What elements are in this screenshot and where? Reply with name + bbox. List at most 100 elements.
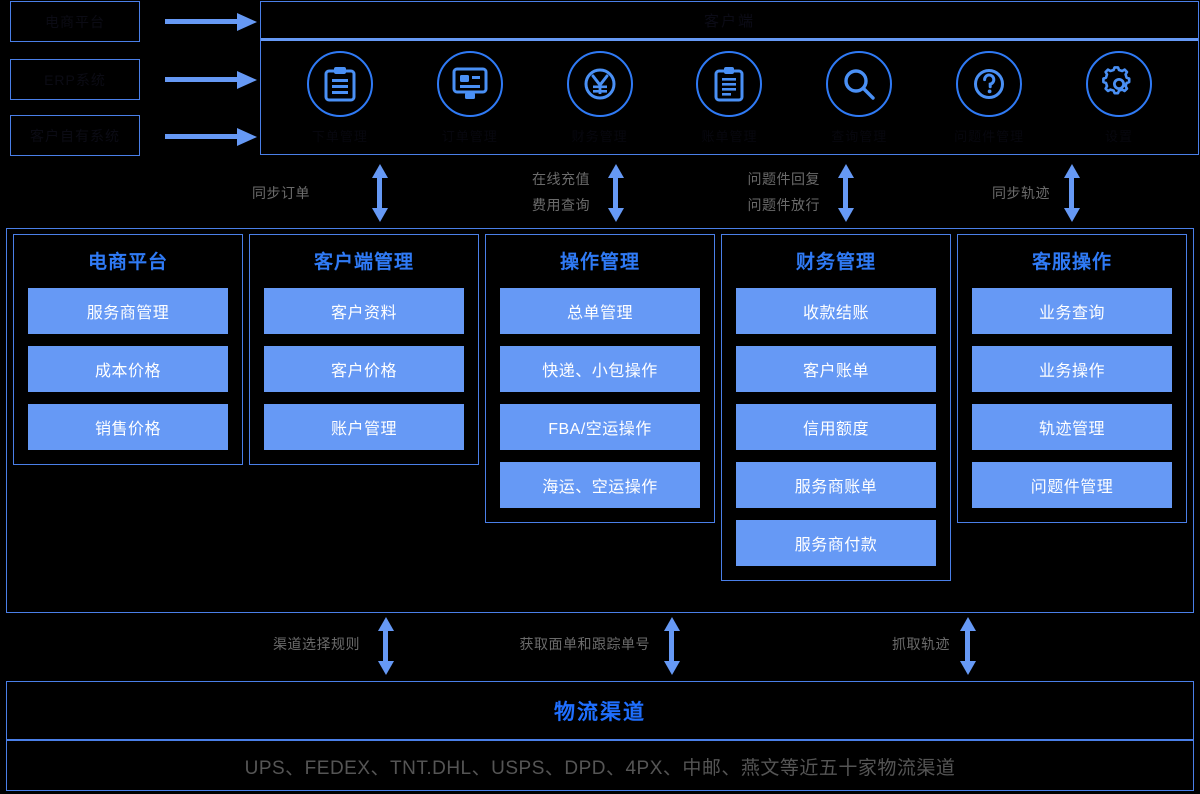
column-item-credit-limit[interactable]: 信用额度	[736, 404, 936, 450]
arrow-head-up	[608, 164, 624, 178]
column-customer-service: 客服操作 业务查询 业务操作 轨迹管理 问题件管理	[957, 234, 1187, 523]
column-item-fba-air[interactable]: FBA/空运操作	[500, 404, 700, 450]
client-icon-label: 账单管理	[701, 129, 758, 144]
arrow-head	[237, 128, 257, 146]
arrow-head-down	[664, 661, 680, 675]
arrow-head-up	[664, 617, 680, 631]
client-panel: 客户端 下单管理	[260, 1, 1199, 155]
column-item-express-parcel[interactable]: 快递、小包操作	[500, 346, 700, 392]
client-icon-label: 订单管理	[441, 129, 498, 144]
arrow-head-down	[1064, 208, 1080, 222]
clipboard-list-icon	[696, 51, 763, 117]
flow-label-channel-rule: 渠道选择规则	[273, 636, 360, 652]
column-title: 操作管理	[559, 252, 640, 273]
double-arrow-icon	[664, 617, 680, 675]
client-icon-settings[interactable]: 设置	[1059, 51, 1179, 145]
monitor-icon	[436, 51, 503, 117]
column-item-provider-bill[interactable]: 服务商账单	[736, 462, 936, 508]
arrow-head-down	[960, 661, 976, 675]
column-title: 客服操作	[1031, 252, 1112, 273]
logistics-carriers-list: UPS、FEDEX、TNT.DHL、USPS、DPD、4PX、中邮、燕文等近五十…	[7, 741, 1193, 792]
double-arrow-icon	[608, 164, 624, 222]
column-item-sea-air[interactable]: 海运、空运操作	[500, 462, 700, 508]
arrow-shaft	[165, 19, 239, 24]
flow-label-fee-query: 费用查询	[532, 197, 590, 213]
column-item-cost-price[interactable]: 成本价格	[28, 346, 228, 392]
client-icon-finance[interactable]: 财务管理	[540, 51, 660, 145]
source-box-label: 电商平台	[45, 13, 105, 30]
client-icon-order-manage[interactable]: 订单管理	[410, 51, 530, 145]
arrow-shaft	[165, 77, 239, 82]
double-arrow-icon	[1064, 164, 1080, 222]
client-icon-query[interactable]: 查询管理	[799, 51, 919, 145]
flow-label-problem-reply: 问题件回复	[747, 171, 820, 187]
flow-label-get-label-tracking: 获取面单和跟踪单号	[519, 636, 650, 652]
client-icon-row: 下单管理 订单管理	[261, 41, 1198, 155]
column-item-sales-price[interactable]: 销售价格	[28, 404, 228, 450]
arrow-shaft	[383, 629, 388, 663]
arrow-head-up	[372, 164, 388, 178]
column-item-customer-price[interactable]: 客户价格	[264, 346, 464, 392]
source-box-label: 客户自有系统	[30, 127, 120, 144]
flow-label-online-recharge: 在线充值	[532, 171, 590, 187]
arrow-head-up	[1064, 164, 1080, 178]
arrow-head	[237, 71, 257, 89]
arrow-head-up	[378, 617, 394, 631]
arrow-right-icon	[165, 13, 257, 31]
client-icon-label: 财务管理	[571, 129, 628, 144]
source-box-label: ERP系统	[44, 71, 106, 88]
column-item-business-query[interactable]: 业务查询	[972, 288, 1172, 334]
flow-label-fetch-track: 抓取轨迹	[892, 636, 950, 652]
column-item-customer-bill[interactable]: 客户账单	[736, 346, 936, 392]
source-box-ecommerce[interactable]: 电商平台	[10, 1, 140, 42]
column-item-receipt-settlement[interactable]: 收款结账	[736, 288, 936, 334]
arrow-head-down	[378, 661, 394, 675]
client-panel-title: 客户端	[261, 2, 1198, 41]
arrow-shaft	[965, 629, 970, 663]
arrow-shaft	[613, 176, 618, 210]
flow-label-sync-track: 同步轨迹	[992, 185, 1050, 201]
column-ecommerce-platform: 电商平台 服务商管理 成本价格 销售价格	[13, 234, 243, 465]
arrow-head-down	[608, 208, 624, 222]
gear-icon	[1085, 51, 1152, 117]
platform-management-panel: 电商平台 服务商管理 成本价格 销售价格 客户端管理 客户资料 客户价格 账户管…	[6, 228, 1194, 613]
client-icon-problem[interactable]: 问题件管理	[929, 51, 1049, 145]
arrow-shaft	[843, 176, 848, 210]
management-columns: 电商平台 服务商管理 成本价格 销售价格 客户端管理 客户资料 客户价格 账户管…	[7, 229, 1193, 612]
logistics-carriers-text: UPS、FEDEX、TNT.DHL、USPS、DPD、4PX、中邮、燕文等近五十…	[244, 758, 956, 779]
column-item-track-management[interactable]: 轨迹管理	[972, 404, 1172, 450]
client-icon-order-entry[interactable]: 下单管理	[280, 51, 400, 145]
question-icon	[956, 51, 1023, 117]
double-arrow-icon	[960, 617, 976, 675]
arrow-shaft	[165, 134, 239, 139]
arrow-head-up	[838, 164, 854, 178]
column-item-provider-payment[interactable]: 服务商付款	[736, 520, 936, 566]
column-operation-management: 操作管理 总单管理 快递、小包操作 FBA/空运操作 海运、空运操作	[485, 234, 715, 523]
column-item-problem-management[interactable]: 问题件管理	[972, 462, 1172, 508]
double-arrow-icon	[372, 164, 388, 222]
column-item-account-management[interactable]: 账户管理	[264, 404, 464, 450]
column-title: 财务管理	[795, 252, 876, 273]
arrow-shaft	[1069, 176, 1074, 210]
clipboard-icon	[306, 51, 373, 117]
source-box-own-system[interactable]: 客户自有系统	[10, 115, 140, 156]
column-item-service-provider[interactable]: 服务商管理	[28, 288, 228, 334]
column-title: 客户端管理	[313, 252, 414, 273]
yen-icon	[566, 51, 633, 117]
client-icon-label: 设置	[1104, 129, 1133, 144]
arrow-shaft	[669, 629, 674, 663]
client-panel-title-text: 客户端	[703, 12, 755, 30]
source-box-erp[interactable]: ERP系统	[10, 59, 140, 100]
client-icon-label: 下单管理	[311, 129, 368, 144]
column-client-management: 客户端管理 客户资料 客户价格 账户管理	[249, 234, 479, 465]
client-icon-billing[interactable]: 账单管理	[669, 51, 789, 145]
double-arrow-icon	[838, 164, 854, 222]
arrow-head-up	[960, 617, 976, 631]
column-item-master-order[interactable]: 总单管理	[500, 288, 700, 334]
search-icon	[826, 51, 893, 117]
double-arrow-icon	[378, 617, 394, 675]
column-item-business-operation[interactable]: 业务操作	[972, 346, 1172, 392]
column-item-customer-profile[interactable]: 客户资料	[264, 288, 464, 334]
arrow-head	[237, 13, 257, 31]
